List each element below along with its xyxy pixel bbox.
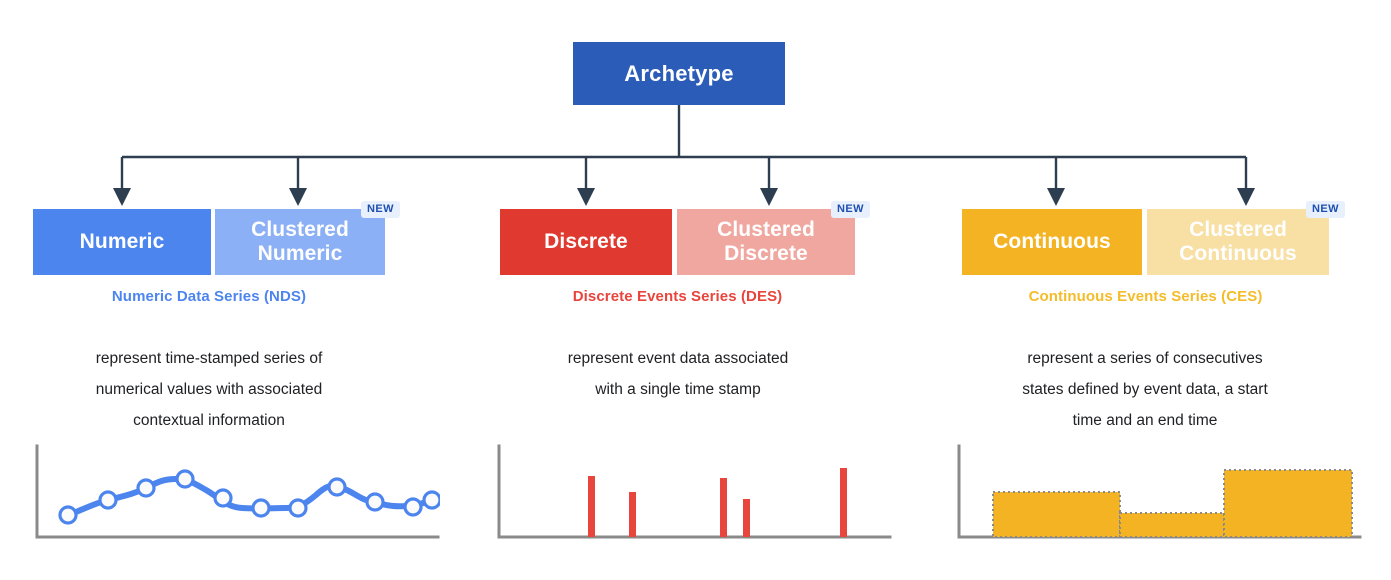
clustered-discrete-box-label: Clustered Discrete	[717, 218, 815, 265]
des-title-label: Discrete Events Series (DES)	[572, 288, 783, 305]
nds-title-label: Numeric Data Series (NDS)	[111, 288, 307, 305]
nds-mini-chart	[35, 444, 440, 539]
des-title: Discrete Events Series (DES)	[500, 288, 855, 305]
clustered-continuous-new-badge: NEW	[1306, 201, 1345, 218]
clustered-discrete-new-badge-label: NEW	[837, 203, 864, 215]
ces-title: Continuous Events Series (CES)	[962, 288, 1329, 305]
archetype-root-box[interactable]: Archetype	[573, 42, 785, 105]
ces-description: represent a series of consecutives state…	[955, 312, 1335, 436]
nds-title: Numeric Data Series (NDS)	[33, 288, 385, 305]
discrete-box-label: Discrete	[544, 230, 628, 254]
nds-description: represent time-stamped series of numeric…	[23, 312, 395, 436]
clustered-continuous-box[interactable]: Clustered Continuous	[1147, 209, 1329, 275]
discrete-box[interactable]: Discrete	[500, 209, 672, 275]
des-mini-chart	[497, 444, 892, 539]
clustered-discrete-new-badge: NEW	[831, 201, 870, 218]
archetype-root-label: Archetype	[624, 60, 734, 86]
clustered-numeric-box-label: Clustered Numeric	[251, 218, 349, 265]
clustered-continuous-new-badge-label: NEW	[1312, 203, 1339, 215]
numeric-box-label: Numeric	[79, 230, 165, 254]
nds-description-text: represent time-stamped series of numeric…	[95, 350, 323, 429]
ces-title-label: Continuous Events Series (CES)	[1028, 288, 1263, 305]
clustered-numeric-new-badge: NEW	[361, 201, 400, 218]
des-description-text: represent event data associated with a s…	[567, 350, 789, 398]
ces-mini-chart	[957, 444, 1362, 539]
clustered-discrete-box[interactable]: Clustered Discrete	[677, 209, 855, 275]
clustered-continuous-box-label: Clustered Continuous	[1179, 218, 1297, 265]
numeric-box[interactable]: Numeric	[33, 209, 211, 275]
continuous-box[interactable]: Continuous	[962, 209, 1142, 275]
des-description: represent event data associated with a s…	[492, 312, 864, 405]
clustered-numeric-box[interactable]: Clustered Numeric	[215, 209, 385, 275]
continuous-box-label: Continuous	[993, 230, 1111, 254]
clustered-numeric-new-badge-label: NEW	[367, 203, 394, 215]
ces-description-text: represent a series of consecutives state…	[1022, 350, 1268, 429]
